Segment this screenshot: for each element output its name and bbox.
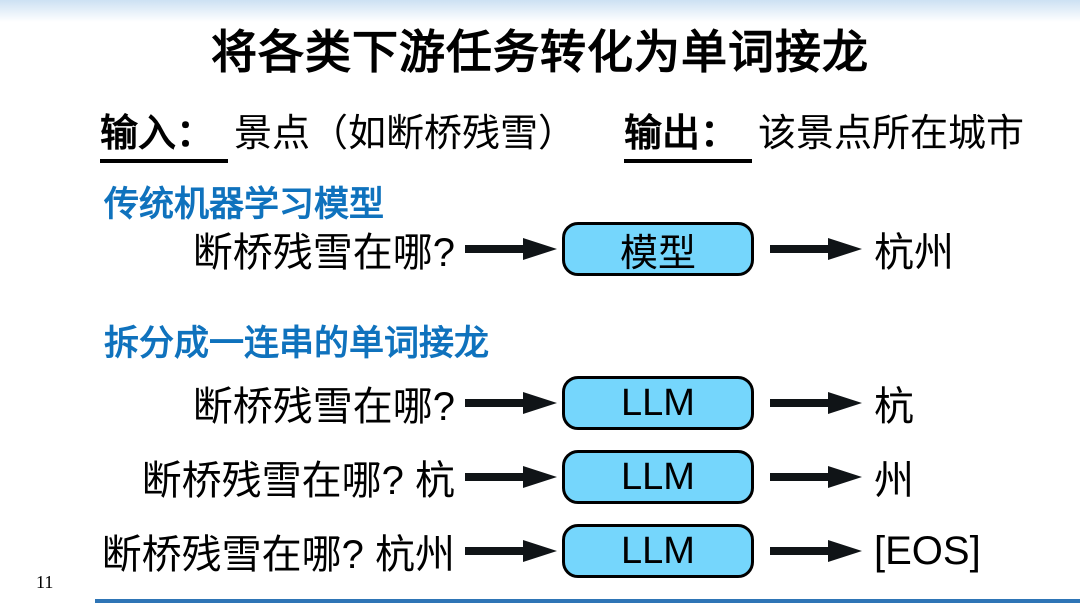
slide-title: 将各类下游任务转化为单词接龙: [211, 26, 869, 78]
arrow-right-icon: [770, 392, 862, 414]
input-value: 景点（如断桥残雪）: [234, 113, 577, 155]
bottom-rule: [95, 599, 1080, 603]
row-output-text: 杭州: [874, 231, 954, 275]
row-input-text: 断桥残雪在哪?: [192, 231, 455, 275]
io-example-line: 输入： 景点（如断桥残雪） 输出： 该景点所在城市: [100, 102, 1024, 163]
row-output-text: 杭: [874, 385, 914, 429]
row-input-text: 断桥残雪在哪? 杭州: [101, 533, 455, 577]
arrow-right-icon: [465, 540, 557, 562]
arrow-right-icon: [465, 392, 557, 414]
arrow-right-icon: [770, 466, 862, 488]
llm-box: LLM: [562, 524, 754, 578]
arrow-right-icon: [770, 540, 862, 562]
flow-row-model: 断桥残雪在哪? 模型 杭州: [0, 221, 1080, 277]
arrow-right-icon: [770, 238, 862, 260]
row-input-text: 断桥残雪在哪? 杭: [141, 459, 455, 503]
model-box: 模型: [562, 222, 754, 276]
row-input-text: 断桥残雪在哪?: [192, 385, 455, 429]
llm-box: LLM: [562, 376, 754, 430]
llm-box: LLM: [562, 450, 754, 504]
section-heading-word-chain: 拆分成一连串的单词接龙: [104, 324, 490, 363]
output-label: 输出：: [624, 102, 753, 163]
arrow-right-icon: [465, 238, 557, 260]
page-number: 11: [36, 572, 54, 592]
flow-row-llm-3: 断桥残雪在哪? 杭州 LLM [EOS]: [0, 523, 1080, 579]
output-value: 该景点所在城市: [758, 113, 1025, 155]
row-output-text: 州: [874, 459, 914, 503]
top-gradient-border: [0, 0, 1080, 22]
input-label: 输入：: [100, 102, 229, 163]
row-output-text: [EOS]: [874, 528, 981, 573]
arrow-right-icon: [465, 466, 557, 488]
flow-row-llm-2: 断桥残雪在哪? 杭 LLM 州: [0, 449, 1080, 505]
flow-row-llm-1: 断桥残雪在哪? LLM 杭: [0, 375, 1080, 431]
section-heading-traditional-ml: 传统机器学习模型: [104, 185, 385, 224]
